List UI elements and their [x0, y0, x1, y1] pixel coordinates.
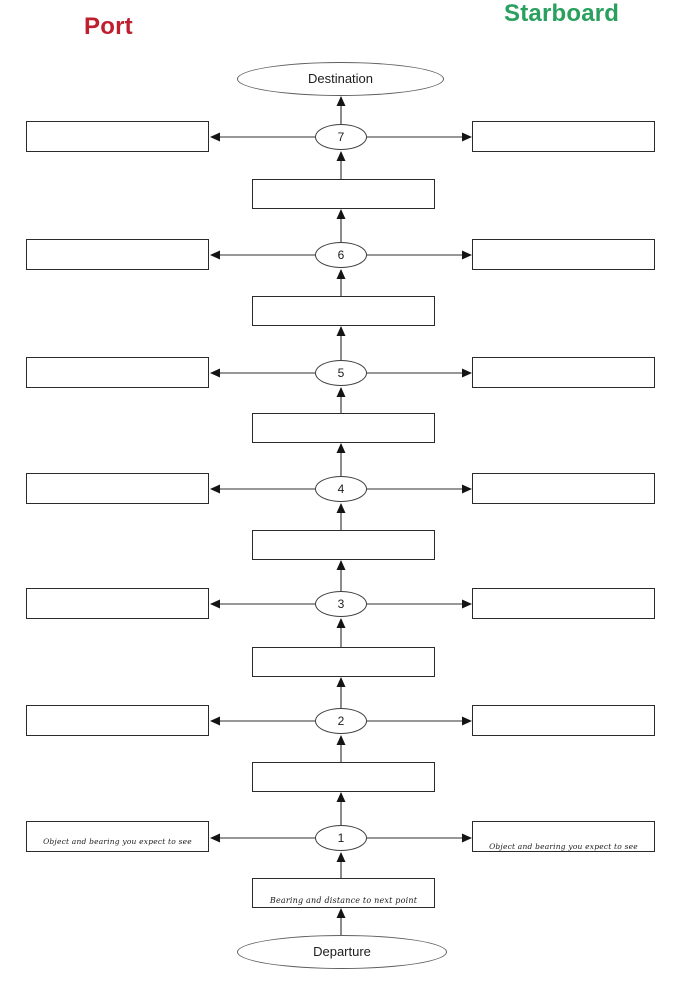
port-label: Port [84, 13, 133, 40]
starboard-box-2 [472, 705, 655, 736]
waypoint-node-2: 2 [315, 708, 367, 734]
port-box-7 [26, 121, 209, 152]
waypoint-node-1: 1 [315, 825, 367, 851]
starboard-box-1: Object and bearing you expect to see [472, 821, 655, 852]
starboard-label: Starboard [504, 0, 620, 27]
leg-box-7 [252, 179, 435, 209]
waypoint-node-5: 5 [315, 360, 367, 386]
leg-box-2 [252, 762, 435, 792]
waypoint-node-3: 3 [315, 591, 367, 617]
leg-box-6 [252, 296, 435, 326]
waypoint-node-7: 7 [315, 124, 367, 150]
port-box-2 [26, 705, 209, 736]
waypoint-node-6: 6 [315, 242, 367, 268]
port-box-5 [26, 357, 209, 388]
destination-ellipse: Destination [237, 62, 444, 96]
departure-ellipse: Departure [237, 935, 447, 969]
leg-box-4 [252, 530, 435, 560]
waypoint-node-4: 4 [315, 476, 367, 502]
port-box-6 [26, 239, 209, 270]
port-box-3 [26, 588, 209, 619]
port-box-4 [26, 473, 209, 504]
leg-box-hint: Bearing and distance to next point [269, 896, 418, 905]
starboard-box-3 [472, 588, 655, 619]
leg-box-3 [252, 647, 435, 677]
starboard-box-5 [472, 357, 655, 388]
starboard-box-7 [472, 121, 655, 152]
leg-box-5 [252, 413, 435, 443]
port-box-1: Object and bearing you expect to see [26, 821, 209, 852]
starboard-box-4 [472, 473, 655, 504]
leg-box-1: Bearing and distance to next point [252, 878, 435, 908]
port-box-hint: Object and bearing you expect to see [43, 837, 192, 846]
starboard-box-6 [472, 239, 655, 270]
horizontal-arrows [210, 132, 472, 843]
starboard-box-hint: Object and bearing you expect to see [489, 842, 638, 851]
